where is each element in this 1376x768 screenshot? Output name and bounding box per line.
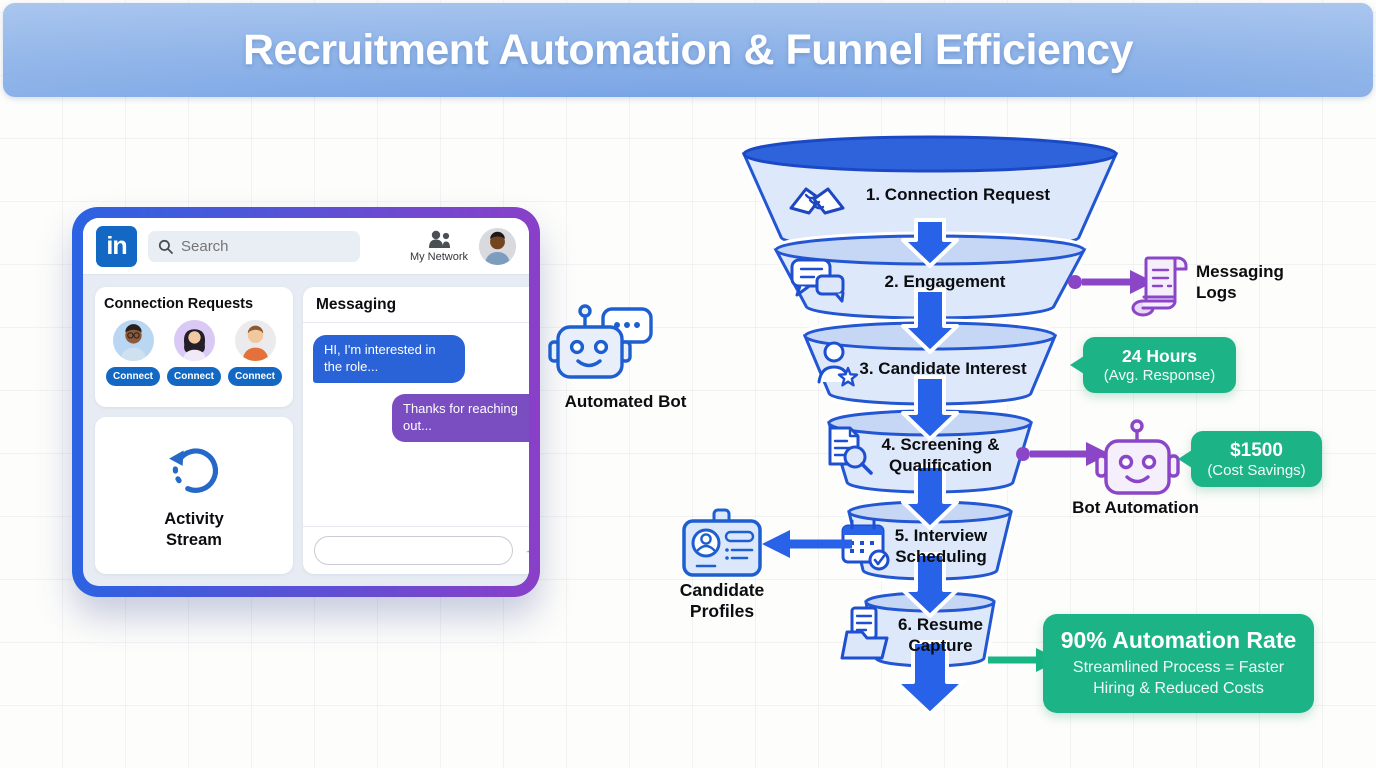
linkedin-content: Connection Requests Connect xyxy=(83,275,529,586)
nav-my-network[interactable]: My Network xyxy=(410,230,468,263)
funnel-stage-label: 6. Resume Capture xyxy=(897,615,984,656)
person-star-icon xyxy=(817,341,859,387)
folder-document-icon xyxy=(840,606,889,660)
linkedin-card: in My Network xyxy=(72,207,540,597)
title-banner: Recruitment Automation & Funnel Efficien… xyxy=(3,3,1373,97)
send-icon[interactable] xyxy=(524,540,529,562)
automation-rate-headline: 90% Automation Rate xyxy=(1060,627,1297,654)
cost-savings-value: $1500 xyxy=(1230,439,1283,461)
search-icon xyxy=(158,239,173,254)
funnel-stage-label: 4. Screening & Qualification xyxy=(881,435,1000,476)
funnel-stage-label: 1. Connection Request xyxy=(865,185,1051,204)
search-field[interactable] xyxy=(181,237,331,255)
avg-response-value: 24 Hours xyxy=(1122,346,1197,366)
linkedin-topbar: in My Network xyxy=(83,218,529,275)
automated-bot-icon xyxy=(548,304,653,379)
linkedin-window: in My Network xyxy=(83,218,529,586)
outgoing-message: Thanks for reaching out... xyxy=(392,393,529,442)
connection-requests-title: Connection Requests xyxy=(104,296,254,312)
connect-button[interactable]: Connect xyxy=(167,367,221,386)
connect-button[interactable]: Connect xyxy=(228,367,282,386)
people-icon xyxy=(428,230,450,248)
robot-icon xyxy=(1095,419,1180,495)
connector-engagement-logs xyxy=(1068,270,1154,294)
id-card-icon xyxy=(682,508,762,577)
scroll-icon xyxy=(1131,256,1188,317)
connect-button[interactable]: Connect xyxy=(106,367,160,386)
connector-interview-profiles xyxy=(762,530,852,558)
connector-screening-bot xyxy=(1016,442,1110,466)
funnel-stage-2 xyxy=(768,231,1092,323)
avg-response-badge: 24 Hours (Avg. Response) xyxy=(1083,337,1236,393)
search-input[interactable] xyxy=(148,230,360,262)
cost-savings-caption: (Cost Savings) xyxy=(1207,461,1306,479)
message-thread: HI, I'm interested in the role... Thanks… xyxy=(303,323,529,526)
funnel-arrow-down xyxy=(894,218,966,716)
automated-bot-label: Automated Bot xyxy=(564,392,687,411)
profile-avatar[interactable] xyxy=(479,227,516,265)
funnel-diagram xyxy=(737,135,1188,716)
connection-requests-panel: Connection Requests Connect xyxy=(95,287,293,407)
candidate-avatar xyxy=(112,320,154,361)
calendar-check-icon xyxy=(841,519,890,571)
messaging-panel: Messaging HI, I'm interested in the role… xyxy=(303,287,529,574)
nav-label: My Network xyxy=(409,250,468,263)
candidate-avatar xyxy=(234,320,276,361)
automation-rate-box: 90% Automation Rate Streamlined Process … xyxy=(1043,614,1314,713)
incoming-message: HI, I'm interested in the role... xyxy=(313,335,465,383)
cost-savings-badge: $1500 (Cost Savings) xyxy=(1191,431,1322,487)
messaging-title: Messaging xyxy=(303,287,529,323)
bot-automation-label: Bot Automation xyxy=(1072,498,1199,517)
refresh-icon xyxy=(169,448,219,494)
funnel-stage-label: 2. Engagement xyxy=(884,272,1006,291)
activity-stream-label: Activity Stream xyxy=(164,510,224,549)
message-input[interactable] xyxy=(314,536,513,565)
funnel-stage-label: 3. Candidate Interest xyxy=(859,359,1027,378)
linkedin-logo[interactable]: in xyxy=(96,225,137,267)
funnel-stage-label: 5. Interview Scheduling xyxy=(894,526,988,567)
candidate-avatar xyxy=(173,320,215,361)
activity-stream-panel: Activity Stream xyxy=(95,417,293,574)
chat-bubbles-icon xyxy=(790,258,845,303)
messaging-logs-label: Messaging Logs xyxy=(1196,262,1284,303)
avg-response-caption: (Avg. Response) xyxy=(1103,367,1216,384)
candidate-profiles-label: Candidate Profiles xyxy=(679,580,765,622)
handshake-icon xyxy=(789,187,845,215)
automation-rate-subtext: Streamlined Process = Faster Hiring & Re… xyxy=(1072,659,1285,697)
document-magnifier-icon xyxy=(828,426,873,475)
page-title: Recruitment Automation & Funnel Efficien… xyxy=(242,25,1134,74)
